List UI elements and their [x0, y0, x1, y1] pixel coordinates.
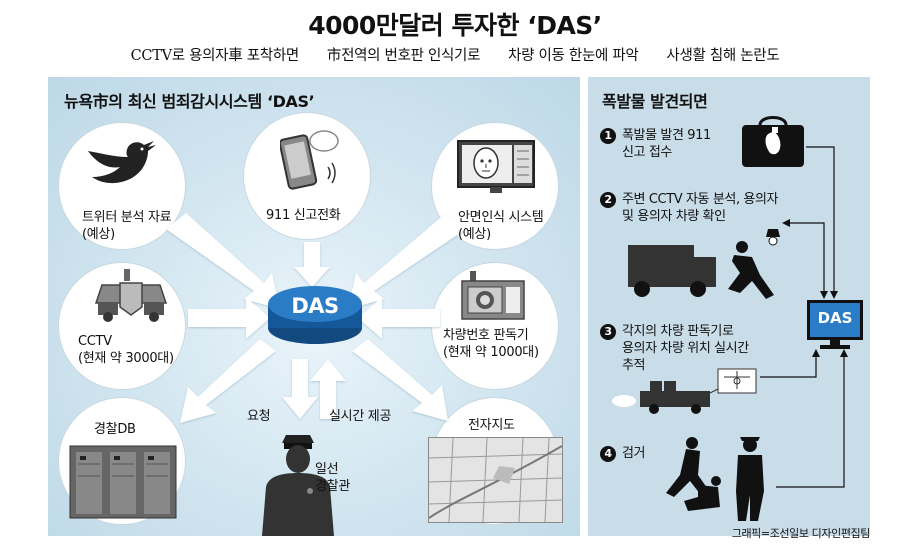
request-label: 요청	[247, 409, 271, 424]
step-1: 1 폭발물 발견 911 신고 접수	[600, 127, 711, 161]
twitter-label-line1: 트위터 분석 자료	[82, 210, 172, 225]
plate-label-line1: 차량번호 판독기	[443, 328, 529, 343]
step-3-line1: 각지의 차량 판독기로	[622, 324, 734, 339]
step-4-line1: 검거	[622, 446, 646, 461]
call-circle	[243, 112, 371, 240]
map-label-line1: 전자지도	[468, 418, 515, 433]
das-hub-label: DAS	[291, 294, 339, 318]
plate-label: 차량번호 판독기 (현재 약 1000대)	[443, 327, 539, 361]
face-monitor-icon	[457, 140, 535, 193]
step-3-line2: 용의자 차량 위치 실시간	[622, 341, 749, 356]
provide-label: 실시간 제공	[329, 409, 392, 424]
bag-grenade-icon	[742, 116, 804, 167]
credit-text: 그래픽=조선일보 디자인편집팀	[731, 527, 871, 540]
subtitle-part-2: 市전역의 번호판 인식기로	[326, 48, 481, 64]
step-2-line2: 및 용의자 차량 확인	[622, 209, 726, 224]
suspect-running-icon	[628, 229, 780, 299]
officer-label: 일선 경찰관	[315, 461, 350, 495]
subtitle-part-4: 사생활 침해 논란도	[666, 48, 780, 64]
cctv-camera-icon	[94, 269, 168, 322]
call-label-line1: 911 신고전화	[266, 208, 341, 223]
call-label: 911 신고전화	[266, 207, 341, 224]
step-2: 2 주변 CCTV 자동 분석, 용의자 및 용의자 차량 확인	[600, 191, 778, 225]
officer-label-line2: 경찰관	[315, 479, 350, 494]
subtitle-part-3: 차량 이동 한눈에 파악	[508, 48, 639, 64]
tracking-truck-icon	[612, 368, 757, 414]
step-3: 3 각지의 차량 판독기로 용의자 차량 위치 실시간 추적	[600, 323, 749, 374]
cctv-label-line2: (현재 약 3000대)	[78, 351, 174, 366]
step-1-line2: 신고 접수	[622, 145, 672, 160]
police-officer-icon	[262, 435, 334, 536]
das-monitor-icon	[807, 300, 863, 349]
map-icon	[428, 437, 563, 523]
scenario-connectors	[760, 146, 848, 488]
explosive-scenario-panel: 폭발물 발견되면 1 폭발물 발견 911 신고 접수 2 주변 CCTV 자동…	[588, 77, 870, 536]
arrest-icon	[666, 437, 764, 521]
step-1-line1: 폭발물 발견 911	[622, 128, 711, 143]
step-3-line3: 추적	[622, 358, 646, 373]
step-3-number: 3	[600, 324, 616, 340]
bird-icon	[88, 141, 156, 184]
page-title: 4000만달러 투자한 ‘DAS’	[308, 11, 602, 40]
step-4: 4 검거	[600, 445, 646, 462]
twitter-label-line2: (예상)	[82, 227, 115, 242]
face-label-line2: (예상)	[458, 227, 491, 242]
data-flow-arrows	[166, 213, 466, 423]
das-system-panel: 뉴욕市의 최신 범죄감시시스템 ‘DAS’	[48, 77, 580, 536]
police-db-label-line1: 경찰DB	[94, 422, 136, 437]
subtitle: CCTV로 용의자車 포착하면 市전역의 번호판 인식기로 차량 이동 한눈에 …	[0, 44, 910, 65]
map-label: 전자지도	[468, 417, 515, 434]
police-db-label: 경찰DB	[94, 421, 136, 438]
das-hub-icon	[268, 286, 362, 344]
plate-reader-icon	[461, 271, 525, 320]
left-panel-title: 뉴욕市의 최신 범죄감시시스템 ‘DAS’	[64, 92, 315, 111]
cctv-label: CCTV (현재 약 3000대)	[78, 333, 174, 367]
face-label-line1: 안면인식 시스템	[458, 210, 544, 225]
face-label: 안면인식 시스템 (예상)	[458, 209, 544, 243]
twitter-label: 트위터 분석 자료 (예상)	[82, 209, 172, 243]
plate-label-line2: (현재 약 1000대)	[443, 345, 539, 360]
smartphone-icon	[280, 130, 339, 190]
step-2-line1: 주변 CCTV 자동 분석, 용의자	[622, 192, 779, 207]
twitter-circle	[58, 122, 186, 250]
officer-label-line1: 일선	[315, 462, 339, 477]
das-monitor-label: DAS	[817, 309, 853, 327]
subtitle-part-1: CCTV로 용의자車 포착하면	[130, 48, 300, 64]
step-2-number: 2	[600, 192, 616, 208]
step-4-number: 4	[600, 446, 616, 462]
right-panel-title: 폭발물 발견되면	[602, 92, 708, 111]
step-1-number: 1	[600, 128, 616, 144]
cctv-label-line1: CCTV	[78, 334, 112, 349]
server-rack-icon	[69, 445, 177, 519]
